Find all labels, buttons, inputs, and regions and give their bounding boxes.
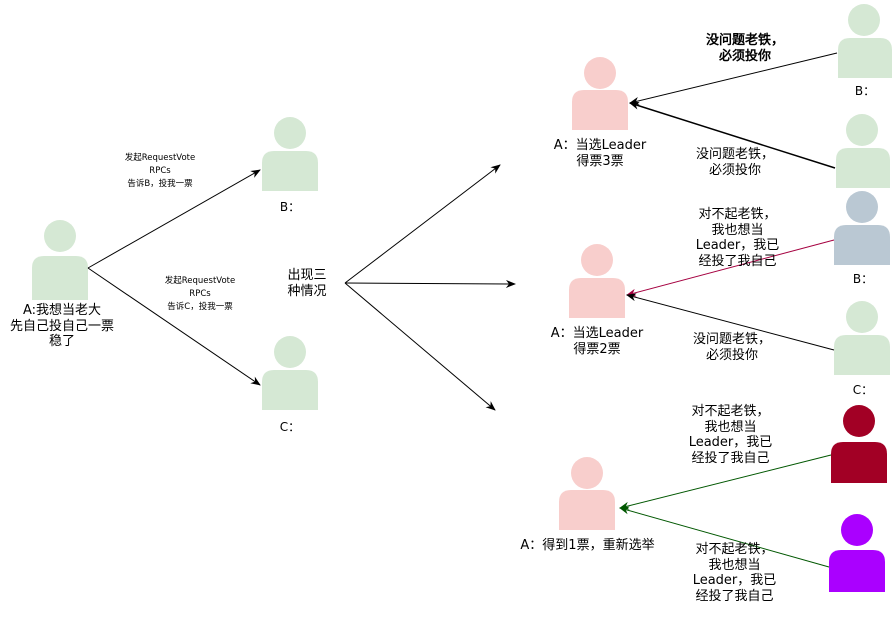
arrow-case1-b-to-a xyxy=(629,52,838,105)
arrow-case2-c-to-a xyxy=(626,293,835,351)
node-a-label: A:我想当老大 先自己投自己一票 稳了 xyxy=(9,303,114,350)
case2-a-label: A：当选Leader 得票2票 xyxy=(550,326,644,357)
person-b-left-icon xyxy=(262,117,318,191)
arrow-a-to-b xyxy=(87,169,261,269)
person-c-case1-icon xyxy=(836,114,890,188)
arrow-a-to-c xyxy=(87,267,261,386)
person-b-case2-icon xyxy=(834,191,890,265)
person-c-case2-icon xyxy=(834,301,890,375)
arrow-case3-c-to-a xyxy=(619,506,830,568)
arrow-case2-b-to-a xyxy=(626,239,835,297)
case1-a-label: A：当选Leader 得票3票 xyxy=(553,138,647,169)
arrow-case3-b-to-a xyxy=(619,454,832,510)
case2-c-label: C： xyxy=(852,383,874,397)
case2-b-label: B： xyxy=(852,272,874,286)
arrow-fork-case1 xyxy=(344,164,501,284)
three-cases-label: 出现三 种情况 xyxy=(287,268,327,299)
edge-label-to-b: 发起RequestVote RPCs 告诉B，投我一票 xyxy=(124,153,196,190)
arrow-fork-case2 xyxy=(344,279,516,288)
person-a-case3-icon xyxy=(559,457,615,530)
case1-b-reply: 没问题老铁， 必须投你 xyxy=(705,33,784,64)
edge-label-to-c: 发起RequestVote RPCs 告诉C，投我一票 xyxy=(164,276,236,313)
case3-a-label: A：得到1票，重新选举 xyxy=(520,538,655,553)
person-b-case1-icon xyxy=(838,4,892,78)
case3-c-reply: 对不起老铁， 我也想当 Leader，我已 经投了我自己 xyxy=(692,542,777,604)
arrow-case1-c-to-a xyxy=(629,101,836,169)
person-a-left-icon xyxy=(32,220,88,300)
case3-b-reply: 对不起老铁， 我也想当 Leader，我已 经投了我自己 xyxy=(688,404,773,466)
person-a-case1-icon xyxy=(572,57,628,130)
person-c-left-icon xyxy=(262,336,318,410)
node-c-label: C： xyxy=(279,420,301,434)
person-a-case2-icon xyxy=(569,244,625,318)
case1-b-label: B： xyxy=(854,84,876,98)
case2-b-reply: 对不起老铁， 我也想当 Leader，我已 经投了我自己 xyxy=(695,207,780,269)
person-c-case3-icon xyxy=(829,514,885,592)
node-b-label: B： xyxy=(279,200,301,214)
case2-c-reply: 没问题老铁， 必须投你 xyxy=(692,332,771,363)
arrow-fork-case3 xyxy=(344,282,496,411)
case1-c-reply: 没问题老铁， 必须投你 xyxy=(695,147,774,178)
person-b-case3-icon xyxy=(831,405,887,483)
